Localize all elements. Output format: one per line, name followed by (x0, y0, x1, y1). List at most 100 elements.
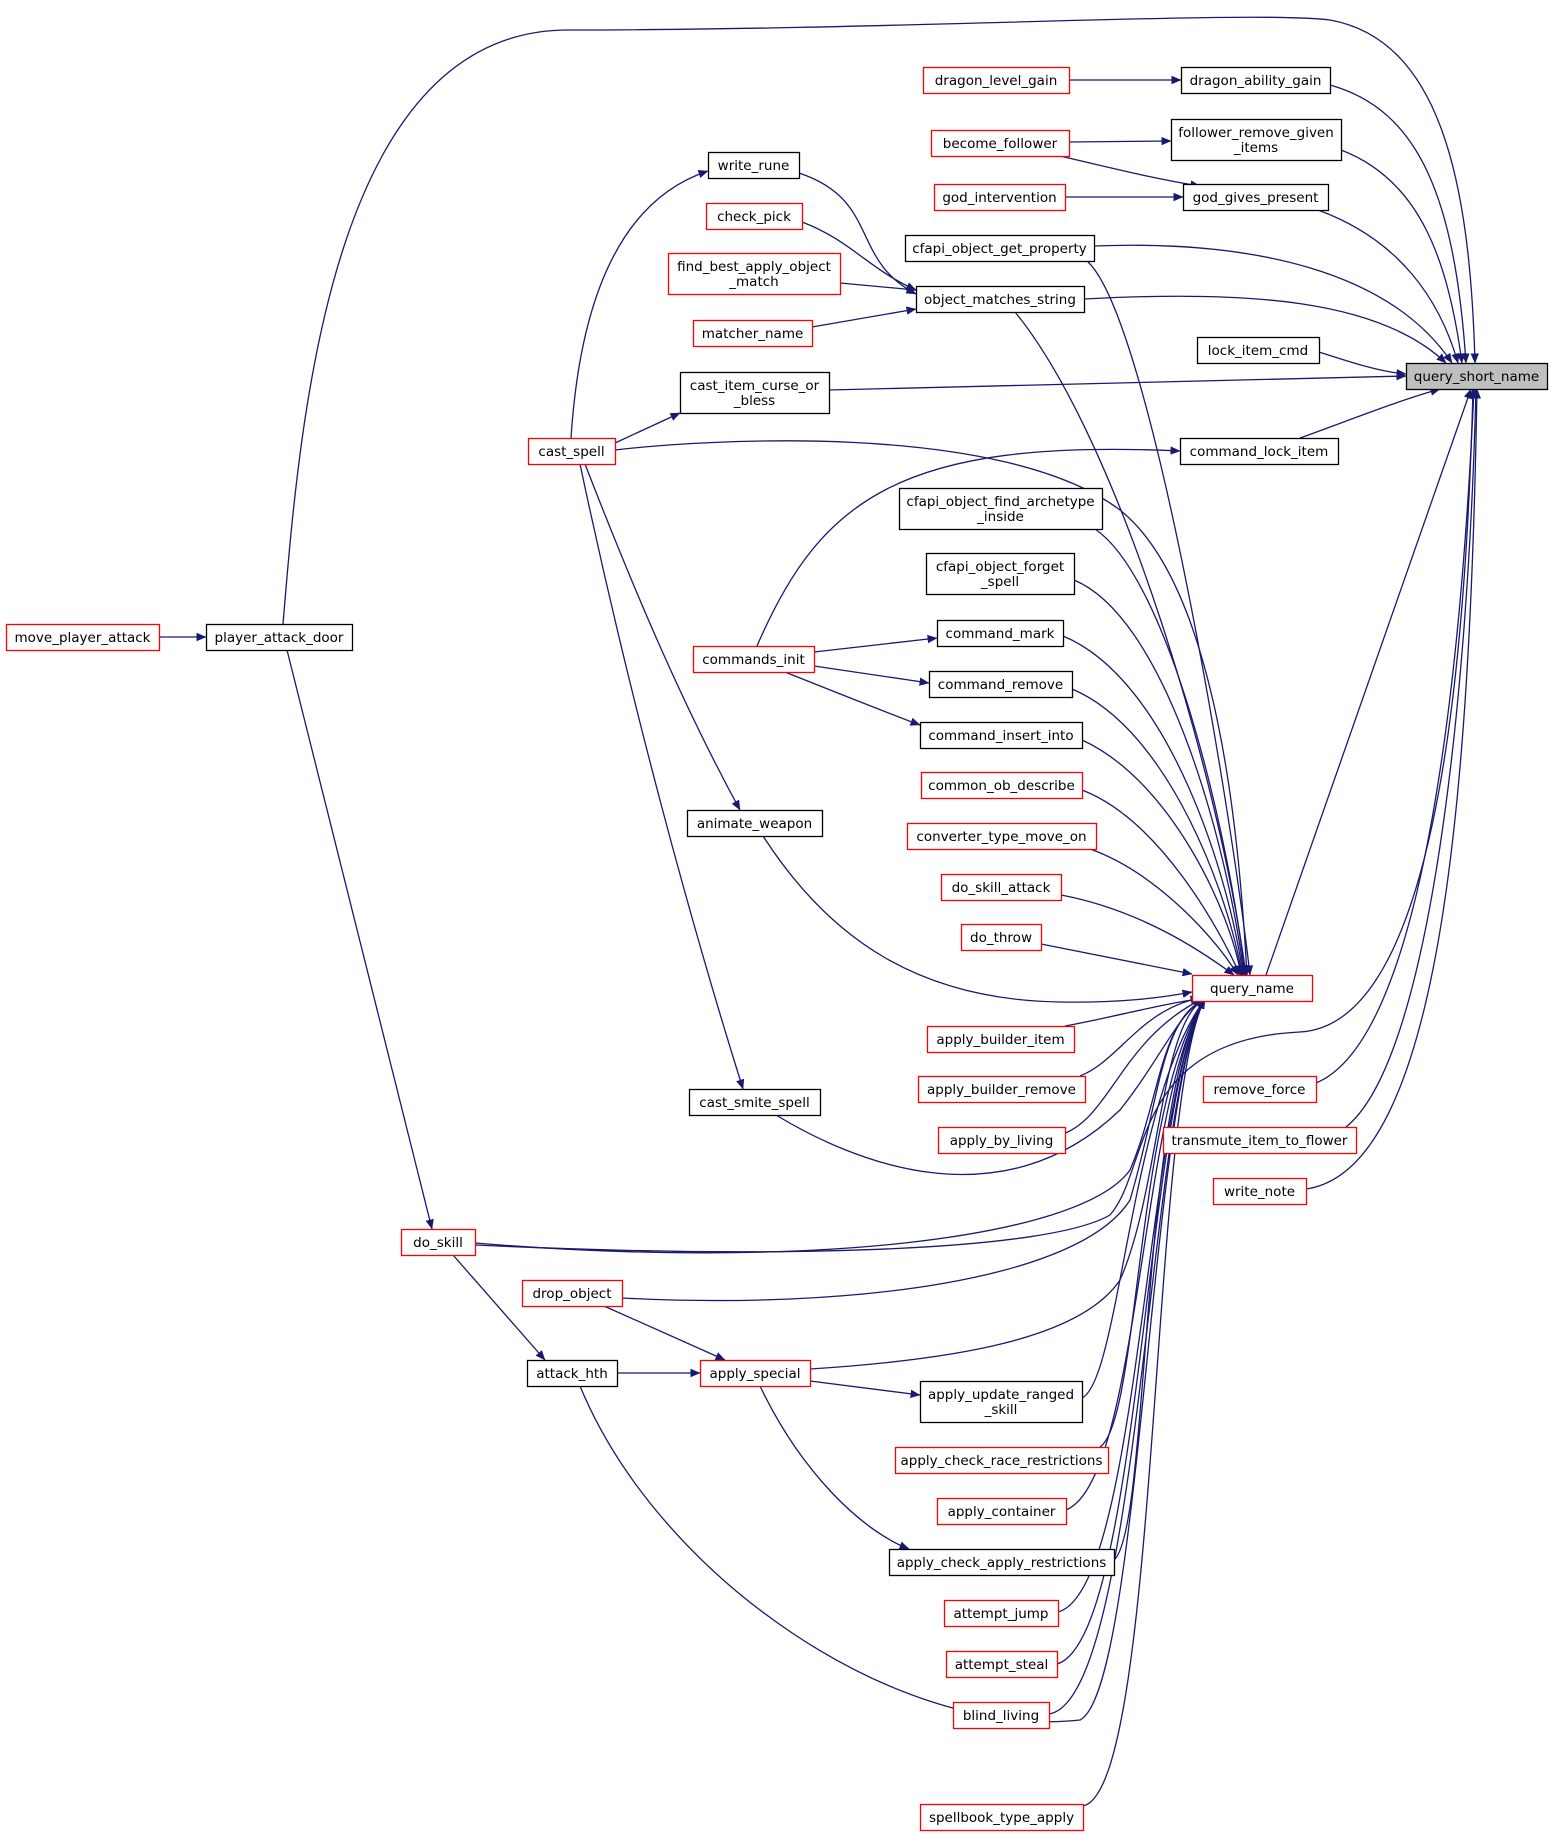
node-label: _bless (733, 393, 775, 409)
function-node-write-rune[interactable]: write_rune (707, 151, 801, 180)
node-label: apply_builder_remove (927, 1082, 1076, 1098)
function-node-cfapi-object-forget-spell[interactable]: cfapi_object_forget_spell (925, 552, 1076, 596)
function-node-remove-force[interactable]: remove_force (1202, 1075, 1318, 1104)
function-node-apply-special[interactable]: apply_special (699, 1359, 812, 1388)
function-node-apply-update-ranged-skill[interactable]: apply_update_ranged_skill (919, 1380, 1084, 1424)
call-edge-cfapi-object-get-property-to-query-short-name (1093, 244, 1453, 364)
function-node-apply-by-living[interactable]: apply_by_living (937, 1126, 1067, 1155)
node-label: attempt_steal (955, 1657, 1049, 1673)
function-node-become-follower[interactable]: become_follower (930, 129, 1071, 158)
function-node-follower-remove-given-items[interactable]: follower_remove_given_items (1170, 118, 1343, 162)
function-node-command-lock-item[interactable]: command_lock_item (1179, 437, 1340, 466)
function-node-apply-check-apply-restrictions[interactable]: apply_check_apply_restrictions (888, 1548, 1116, 1577)
node-label: cfapi_object_forget (936, 559, 1064, 575)
function-node-cfapi-object-get-property[interactable]: cfapi_object_get_property (904, 234, 1096, 263)
function-node-query-short-name[interactable]: query_short_name (1405, 362, 1549, 391)
call-edge-find-best-apply-object-match-to-object-matches-string (839, 282, 917, 294)
node-label: cfapi_object_get_property (912, 241, 1087, 257)
function-node-attempt-jump[interactable]: attempt_jump (943, 1599, 1060, 1628)
node-box (917, 1075, 1087, 1104)
call-edge-transmute-item-to-flower-to-query-short-name (1345, 388, 1480, 1128)
function-node-dragon-level-gain[interactable]: dragon_level_gain (922, 66, 1071, 95)
call-edge-object-matches-string-to-query-short-name (1083, 295, 1447, 364)
function-node-move-player-attack[interactable]: move_player_attack (5, 623, 161, 652)
function-node-apply-check-race-restrictions[interactable]: apply_check_race_restrictions (894, 1446, 1110, 1475)
node-label: common_ob_describe (928, 778, 1075, 794)
function-node-object-matches-string[interactable]: object_matches_string (915, 285, 1086, 314)
function-node-transmute-item-to-flower[interactable]: transmute_item_to_flower (1162, 1126, 1358, 1155)
node-label: become_follower (943, 136, 1058, 152)
function-node-apply-builder-remove[interactable]: apply_builder_remove (917, 1075, 1087, 1104)
call-edge-command-insert-into-to-query-name (1081, 739, 1244, 976)
node-box (937, 1126, 1067, 1155)
function-node-lock-item-cmd[interactable]: lock_item_cmd (1196, 336, 1321, 365)
call-edge-player-attack-door-to-query-short-name (282, 16, 1479, 625)
call-edge-dragon-ability-gain-to-query-short-name (1329, 84, 1470, 364)
node-box (906, 822, 1098, 851)
function-node-common-ob-describe[interactable]: common_ob_describe (920, 771, 1084, 800)
function-node-cast-spell[interactable]: cast_spell (527, 437, 617, 466)
function-node-find-best-apply-object-match[interactable]: find_best_apply_object_match (667, 252, 842, 296)
function-node-commands-init[interactable]: commands_init (692, 645, 816, 674)
function-node-dragon-ability-gain[interactable]: dragon_ability_gain (1180, 66, 1332, 95)
node-label: check_pick (717, 209, 791, 225)
function-node-matcher-name[interactable]: matcher_name (692, 319, 814, 348)
function-node-cfapi-object-find-archetype-inside[interactable]: cfapi_object_find_archetype_inside (898, 487, 1104, 531)
node-label: blind_living (963, 1708, 1039, 1724)
call-edge-cast-spell-to-write-rune (570, 169, 709, 439)
node-label: god_gives_present (1193, 190, 1319, 206)
node-box (960, 923, 1043, 952)
node-label: apply_check_race_restrictions (901, 1453, 1103, 1469)
node-box (930, 129, 1071, 158)
function-node-player-attack-door[interactable]: player_attack_door (205, 623, 354, 652)
function-node-do-skill[interactable]: do_skill (400, 1228, 477, 1257)
node-label: apply_builder_item (936, 1032, 1064, 1048)
function-node-cast-smite-spell[interactable]: cast_smite_spell (688, 1088, 822, 1117)
node-box (1212, 1177, 1308, 1206)
function-node-apply-container[interactable]: apply_container (936, 1497, 1068, 1526)
call-edge-drop-object-to-apply-special (603, 1305, 726, 1361)
function-node-cast-item-curse-or-bless[interactable]: cast_item_curse_or_bless (679, 371, 831, 415)
call-edge-command-remove-to-query-name (1071, 688, 1245, 976)
call-edge-apply-builder-remove-to-query-name (1079, 995, 1201, 1077)
call-edge-apply-by-living-to-query-name (1059, 998, 1203, 1136)
call-edge-common-ob-describe-to-query-name (1081, 789, 1241, 976)
node-box (915, 285, 1086, 314)
node-box (919, 721, 1084, 750)
node-label: do_skill_attack (952, 880, 1051, 896)
function-node-god-gives-present[interactable]: god_gives_present (1182, 183, 1330, 212)
call-edge-god-gives-present-to-query-short-name (1317, 209, 1460, 364)
node-label: god_intervention (942, 190, 1056, 206)
function-node-attempt-steal[interactable]: attempt_steal (945, 1650, 1059, 1679)
call-edge-lock-item-cmd-to-query-short-name (1318, 351, 1407, 378)
call-edge-animate-weapon-to-query-name (762, 835, 1193, 1003)
node-label: spellbook_type_apply (929, 1810, 1074, 1826)
node-label: do_skill (413, 1235, 463, 1251)
node-box (688, 1088, 822, 1117)
node-box (679, 371, 831, 415)
function-node-god-intervention[interactable]: god_intervention (933, 183, 1067, 212)
call-edge-apply-check-race-restrictions-to-query-name (1099, 998, 1206, 1448)
function-node-converter-type-move-on[interactable]: converter_type_move_on (906, 822, 1098, 851)
function-node-check-pick[interactable]: check_pick (705, 202, 804, 231)
function-node-do-throw[interactable]: do_throw (960, 923, 1043, 952)
node-box (699, 1359, 812, 1388)
function-node-command-mark[interactable]: command_mark (936, 619, 1065, 648)
function-node-spellbook-type-apply[interactable]: spellbook_type_apply (919, 1803, 1085, 1832)
function-node-drop-object[interactable]: drop_object (521, 1279, 624, 1308)
node-label: command_insert_into (928, 728, 1073, 744)
node-label: follower_remove_given (1178, 125, 1334, 141)
function-node-query-name[interactable]: query_name (1191, 974, 1314, 1003)
function-node-write-note[interactable]: write_note (1212, 1177, 1308, 1206)
function-node-command-remove[interactable]: command_remove (928, 670, 1074, 699)
function-node-do-skill-attack[interactable]: do_skill_attack (940, 873, 1063, 902)
function-node-animate-weapon[interactable]: animate_weapon (686, 809, 824, 838)
function-node-blind-living[interactable]: blind_living (952, 1701, 1051, 1730)
function-node-attack-hth[interactable]: attack_hth (526, 1359, 619, 1388)
node-label: cast_item_curse_or (690, 378, 820, 394)
node-label: query_name (1210, 981, 1294, 997)
function-node-command-insert-into[interactable]: command_insert_into (919, 721, 1084, 750)
function-node-apply-builder-item[interactable]: apply_builder_item (926, 1025, 1076, 1054)
node-label: attack_hth (536, 1366, 608, 1382)
